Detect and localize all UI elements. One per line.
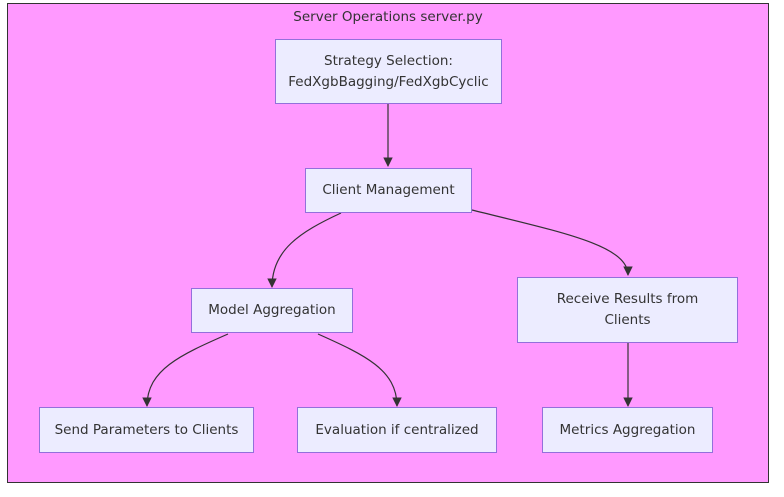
node-strategy-selection[interactable]: Strategy Selection: FedXgbBagging/FedXgb… bbox=[275, 39, 502, 104]
node-evaluation[interactable]: Evaluation if centralized bbox=[297, 407, 497, 453]
node-send-parameters-label: Send Parameters to Clients bbox=[54, 421, 239, 438]
node-strategy-selection-label: Strategy Selection: FedXgbBagging/FedXgb… bbox=[288, 52, 489, 90]
node-metrics-aggregation[interactable]: Metrics Aggregation bbox=[542, 407, 713, 453]
node-client-management-label: Client Management bbox=[322, 182, 455, 198]
node-receive-results[interactable]: Receive Results from Clients bbox=[517, 277, 738, 343]
node-evaluation-label: Evaluation if centralized bbox=[315, 421, 479, 438]
node-model-aggregation-label: Model Aggregation bbox=[208, 302, 336, 318]
cluster-title: Server Operations server.py bbox=[293, 9, 483, 25]
node-send-parameters[interactable]: Send Parameters to Clients bbox=[39, 407, 254, 453]
node-metrics-aggregation-label: Metrics Aggregation bbox=[559, 421, 696, 438]
node-client-management[interactable]: Client Management bbox=[305, 168, 472, 213]
node-model-aggregation[interactable]: Model Aggregation bbox=[191, 288, 353, 333]
node-receive-results-label: Receive Results from Clients bbox=[556, 291, 699, 328]
